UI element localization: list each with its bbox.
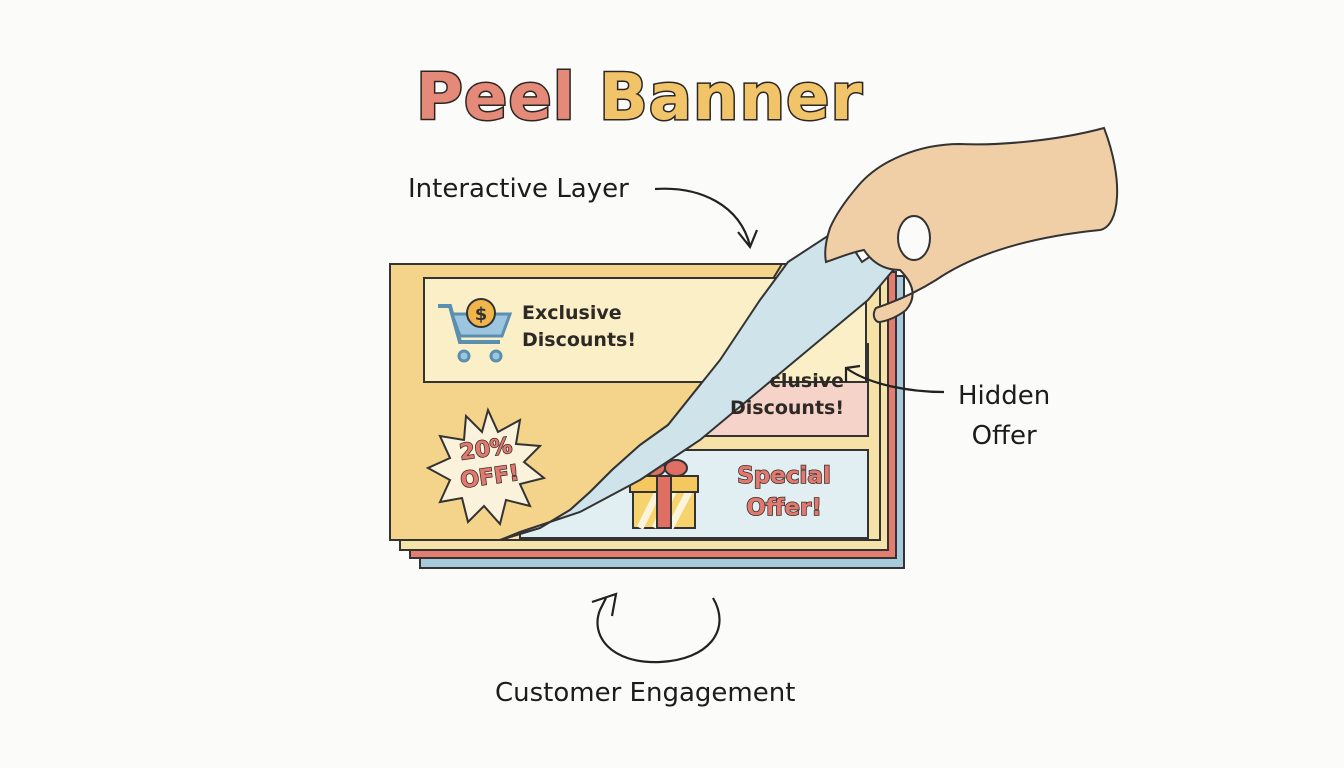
hand-peeling-icon (824, 126, 1119, 324)
svg-text:$: $ (475, 304, 488, 325)
customer-engagement-label: Customer Engagement (495, 678, 796, 708)
special-offer-text: Special Offer! (724, 460, 844, 524)
hidden-discount-line1: clusive (769, 370, 845, 392)
exclusive-line2: Discounts! (522, 329, 637, 351)
gift-box-icon (629, 459, 699, 530)
hidden-discounts-text: clusive Discounts! (730, 368, 844, 422)
special-offer-line2: Offer! (745, 494, 822, 522)
special-offer-line1: Special (736, 462, 831, 490)
hidden-discount-line2: Discounts! (730, 397, 845, 419)
interactive-layer-arrow (654, 187, 752, 247)
exclusive-discounts-text: Exclusive Discounts! (522, 300, 636, 354)
shopping-cart-dollar-icon: $ (438, 298, 513, 363)
hidden-offer-line1: Hidden (958, 381, 1051, 411)
engagement-cycle-arrow (596, 597, 721, 664)
page-title: Peel Banner (415, 58, 866, 138)
hidden-offer-label: Hidden Offer (958, 376, 1050, 456)
interactive-layer-label: Interactive Layer (408, 174, 629, 204)
discount-starburst-icon (425, 407, 547, 527)
title-word-banner: Banner (597, 60, 863, 137)
exclusive-line1: Exclusive (522, 302, 622, 324)
hidden-offer-arrow (845, 367, 945, 394)
annotation-arrows (591, 187, 945, 664)
title-word-peel: Peel (415, 60, 577, 137)
discount-badge-text: 20% OFF! (443, 430, 534, 497)
hidden-offer-line2: Offer (971, 421, 1037, 451)
